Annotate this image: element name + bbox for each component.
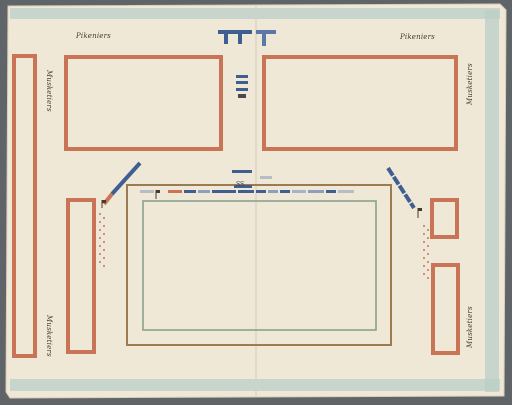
- top-center-cavalry: [218, 30, 276, 46]
- right-wash-border: [485, 10, 499, 392]
- right-skirmisher-dots: [423, 225, 429, 279]
- central-square-inner: [142, 200, 377, 331]
- left-skirmisher-dots: [99, 213, 105, 267]
- label-top-left: Pikeniers: [76, 32, 111, 40]
- right-musketeer-block-small: [430, 198, 459, 239]
- label-right-bottom: Musketiers: [466, 306, 474, 348]
- svg-text:SS: SS: [236, 181, 244, 188]
- top-left-pike-block: [64, 55, 223, 151]
- front-line-units: [140, 190, 354, 193]
- left-standard: [101, 200, 106, 208]
- left-musketeer-column: [12, 54, 37, 358]
- label-left-top: Musketiers: [45, 70, 53, 112]
- right-standard: [417, 208, 422, 218]
- bottom-wash-border: [10, 379, 500, 391]
- right-musketeer-block-tall: [431, 263, 460, 355]
- command-group: SS: [232, 170, 272, 188]
- center-standard: [155, 190, 160, 199]
- top-right-pike-block: [262, 55, 458, 151]
- center-stacked-units: [236, 75, 248, 98]
- label-right-top: Musketiers: [466, 63, 474, 105]
- label-top-right: Pikeniers: [400, 33, 435, 41]
- top-wash-border: [10, 8, 500, 19]
- central-square-outer: [126, 184, 392, 346]
- label-left-bottom: Musketiers: [45, 315, 53, 357]
- right-diagonal-cavalry: [386, 166, 416, 210]
- left-musketeer-block: [66, 198, 96, 354]
